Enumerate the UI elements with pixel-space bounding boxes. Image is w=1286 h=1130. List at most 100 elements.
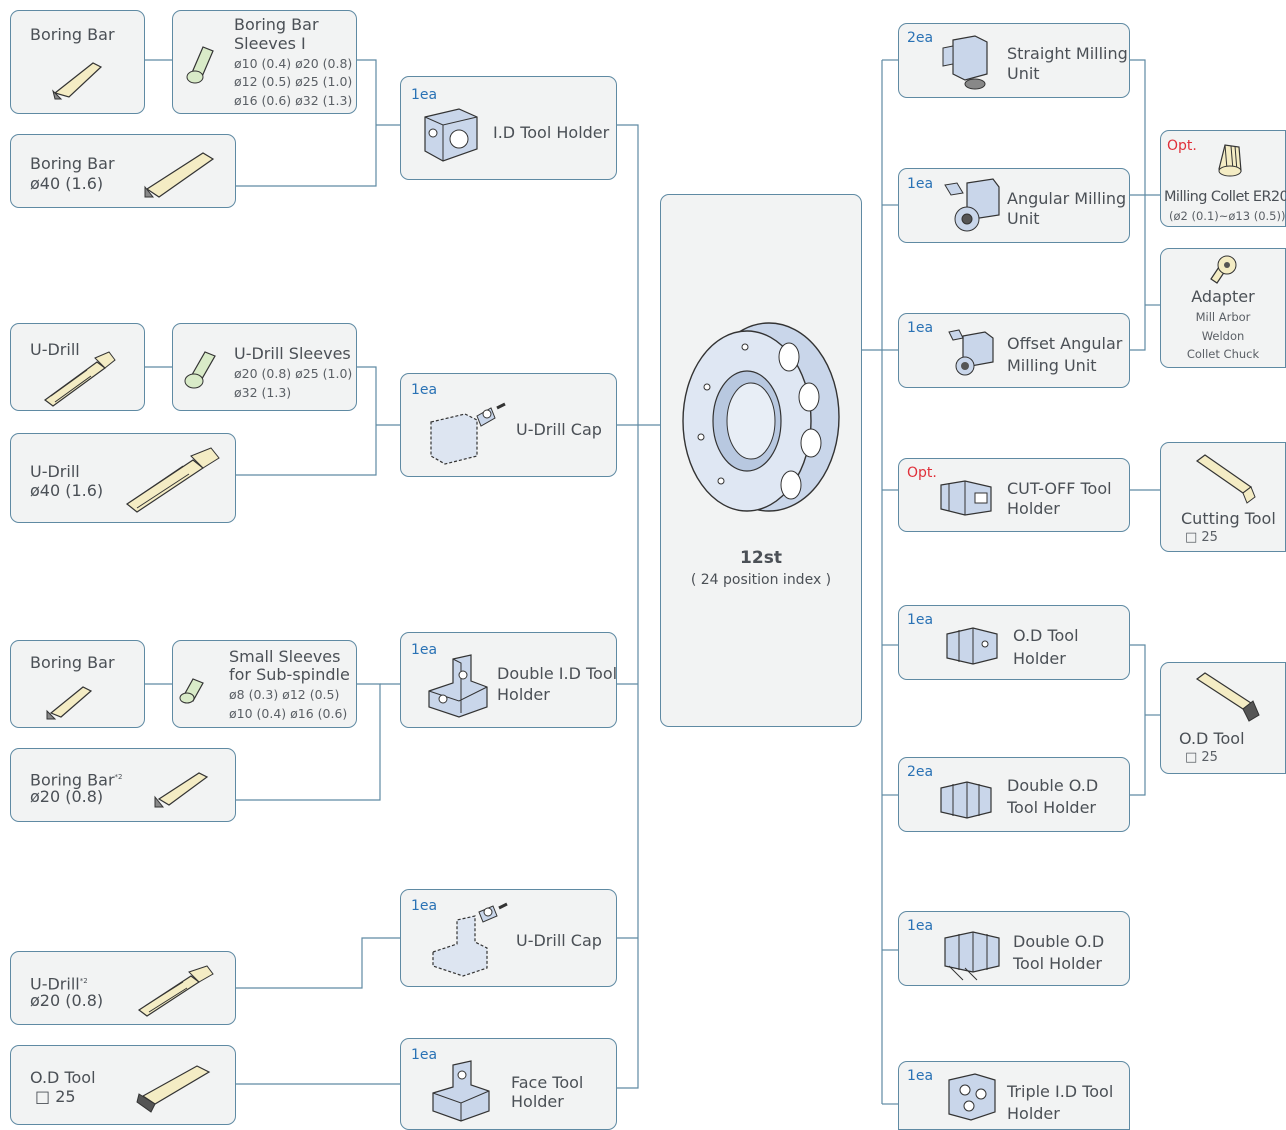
sleeve-icon bbox=[186, 46, 214, 84]
sleeves-spec-3: ø16 (0.6) ø32 (1.3) bbox=[234, 93, 353, 108]
od-tool-icon bbox=[136, 1065, 211, 1113]
adapter-icon bbox=[1210, 255, 1237, 284]
boring-bar-40-label: Boring Bar bbox=[30, 154, 115, 173]
double-id-tool-holder-box[interactable]: 1ea Double I.D Tool Holder bbox=[400, 632, 617, 728]
u-drill-cap-icon bbox=[430, 402, 506, 465]
od-holder-title-2: Holder bbox=[1013, 649, 1066, 668]
u-drill-cap-label: U-Drill Cap bbox=[516, 420, 602, 439]
straight-mill-title-1: Straight Milling bbox=[1007, 44, 1128, 63]
cut-off-tool-holder-box[interactable]: Opt. CUT-OFF Tool Holder bbox=[898, 458, 1130, 532]
cutting-tool-icon bbox=[1195, 454, 1256, 504]
u-drill-40-box[interactable]: U-Drill ø40 (1.6) bbox=[10, 433, 236, 523]
adapter-item-3: Collet Chuck bbox=[1186, 347, 1260, 361]
index-positions: ( 24 position index ) bbox=[690, 572, 832, 588]
u-drill-20-name: U-Drill bbox=[30, 974, 80, 994]
sleeves-title-2: Sleeves I bbox=[234, 34, 306, 53]
angular-milling-unit-box[interactable]: 1ea Angular Milling Unit bbox=[898, 168, 1130, 243]
face-tool-holder-icon bbox=[432, 1060, 490, 1122]
double-id-title-2: Holder bbox=[497, 685, 550, 704]
u-drill-icon bbox=[43, 351, 116, 407]
sleeve-icon bbox=[179, 678, 204, 704]
milling-collet-box[interactable]: Opt. Milling Collet ER20 (ø2 (0.1)~ø13 (… bbox=[1160, 130, 1286, 227]
u-drill-cap-box[interactable]: 1ea U-Drill Cap bbox=[400, 889, 617, 987]
turret-center-box[interactable]: 12st ( 24 position index ) bbox=[660, 194, 862, 727]
cut-off-tool-holder-icon bbox=[940, 480, 992, 516]
small-sleeves-spec-1: ø8 (0.3) ø12 (0.5) bbox=[229, 687, 340, 702]
adapter-label: Adapter bbox=[1191, 287, 1255, 306]
boring-bar-icon bbox=[52, 62, 103, 100]
u-drill-20-spec: ø20 (0.8) bbox=[30, 991, 104, 1010]
straight-milling-unit-box[interactable]: 2ea Straight Milling Unit bbox=[898, 23, 1130, 98]
qty-label: 1ea bbox=[411, 87, 438, 103]
boring-bar-40-box[interactable]: Boring Bar ø40 (1.6) bbox=[10, 134, 236, 208]
u-drill-cap-label: U-Drill Cap bbox=[516, 931, 602, 950]
sleeve-icon bbox=[184, 351, 216, 389]
sleeves-title-1: Boring Bar bbox=[234, 15, 319, 34]
u-drill-box[interactable]: U-Drill bbox=[10, 323, 145, 411]
milling-collet-spec: (ø2 (0.1)~ø13 (0.5)) bbox=[1169, 209, 1286, 223]
turret-disk-icon bbox=[682, 322, 840, 512]
boring-bar-box[interactable]: Boring Bar bbox=[10, 10, 145, 114]
straight-milling-unit-icon bbox=[942, 35, 988, 90]
qty-label: 1ea bbox=[907, 612, 934, 628]
cutoff-title-1: CUT-OFF Tool bbox=[1007, 479, 1112, 498]
id-tool-holder-label: I.D Tool Holder bbox=[493, 123, 610, 142]
od-tool-box[interactable]: O.D Tool □ 25 bbox=[10, 1045, 236, 1125]
small-sleeves-box[interactable]: Small Sleeves for Sub-spindle ø8 (0.3) ø… bbox=[172, 640, 357, 728]
face-holder-title-2: Holder bbox=[511, 1092, 564, 1111]
small-sleeves-title-2: for Sub-spindle bbox=[229, 665, 350, 684]
qty-label: 2ea bbox=[907, 764, 934, 780]
adapter-box[interactable]: Adapter Mill Arbor Weldon Collet Chuck bbox=[1160, 248, 1286, 368]
cutting-tool-label: Cutting Tool bbox=[1181, 509, 1276, 528]
triple-id-title-2: Holder bbox=[1007, 1104, 1060, 1123]
qty-label: 1ea bbox=[907, 918, 934, 934]
qty-label: 1ea bbox=[411, 1047, 438, 1063]
od-tool-holder-box[interactable]: 1ea O.D Tool Holder bbox=[898, 605, 1130, 680]
od-tool-holder-icon bbox=[946, 627, 998, 665]
qty-label: 2ea bbox=[907, 30, 934, 46]
angular-mill-title-2: Unit bbox=[1007, 209, 1040, 228]
u-drill-20-box[interactable]: U-Drill*2 ø20 (0.8) bbox=[10, 951, 236, 1025]
double-od-1-title-2: Tool Holder bbox=[1007, 798, 1097, 817]
adapter-item-2: Weldon bbox=[1201, 329, 1245, 343]
u-drill-cap-box[interactable]: 1ea U-Drill Cap bbox=[400, 373, 617, 477]
boring-bar-label: Boring Bar bbox=[30, 25, 115, 44]
double-od-tool-holder-box[interactable]: 2ea Double O.D Tool Holder bbox=[898, 757, 1130, 832]
face-holder-title-1: Face Tool bbox=[511, 1073, 584, 1092]
collet-icon bbox=[1218, 144, 1242, 177]
od-tool-box[interactable]: O.D Tool □ 25 bbox=[1160, 662, 1286, 774]
cutoff-title-2: Holder bbox=[1007, 499, 1060, 518]
opt-label: Opt. bbox=[1167, 138, 1197, 154]
offset-angular-milling-unit-icon bbox=[948, 329, 994, 376]
angular-mill-title-1: Angular Milling bbox=[1007, 189, 1127, 208]
u-drill-20-label: U-Drill*2 bbox=[30, 971, 88, 994]
boring-bar-icon bbox=[46, 686, 93, 720]
boring-bar-box[interactable]: Boring Bar bbox=[10, 640, 145, 728]
face-tool-holder-box[interactable]: 1ea Face Tool Holder bbox=[400, 1038, 617, 1130]
boring-bar-20-spec: ø20 (0.8) bbox=[30, 787, 104, 806]
u-drill-sleeves-spec-2: ø32 (1.3) bbox=[234, 385, 292, 400]
boring-bar-20-box[interactable]: Boring Bar*2 ø20 (0.8) bbox=[10, 748, 236, 822]
u-drill-label: U-Drill bbox=[30, 340, 80, 359]
qty-label: 1ea bbox=[411, 382, 438, 398]
boring-bar-icon bbox=[144, 152, 215, 198]
u-drill-sleeves-label: U-Drill Sleeves bbox=[234, 344, 351, 363]
u-drill-40-spec: ø40 (1.6) bbox=[30, 481, 104, 500]
od-tool-icon bbox=[1195, 672, 1260, 722]
small-sleeves-title-1: Small Sleeves bbox=[229, 647, 341, 666]
double-od-tool-holder-box[interactable]: 1ea Double O.D Tool Holder bbox=[898, 911, 1130, 986]
u-drill-sleeves-spec-1: ø20 (0.8) ø25 (1.0) bbox=[234, 366, 353, 381]
u-drill-sleeves-box[interactable]: U-Drill Sleeves ø20 (0.8) ø25 (1.0) ø32 … bbox=[172, 323, 357, 411]
boring-bar-icon bbox=[154, 772, 209, 808]
qty-label: 1ea bbox=[411, 642, 438, 658]
qty-label: 1ea bbox=[907, 320, 934, 336]
u-drill-icon bbox=[137, 965, 214, 1017]
double-od-2-title-2: Tool Holder bbox=[1013, 954, 1103, 973]
cutting-tool-box[interactable]: Cutting Tool □ 25 bbox=[1160, 442, 1286, 552]
triple-id-tool-holder-box[interactable]: 1ea Triple I.D Tool Holder bbox=[898, 1061, 1130, 1130]
boring-bar-sleeves-box[interactable]: Boring Bar Sleeves I ø10 (0.4) ø20 (0.8)… bbox=[172, 10, 357, 114]
footnote-mark: *2 bbox=[114, 773, 123, 781]
offset-angular-milling-unit-box[interactable]: 1ea Offset Angular Milling Unit bbox=[898, 313, 1130, 388]
id-tool-holder-box[interactable]: 1ea I.D Tool Holder bbox=[400, 76, 617, 180]
